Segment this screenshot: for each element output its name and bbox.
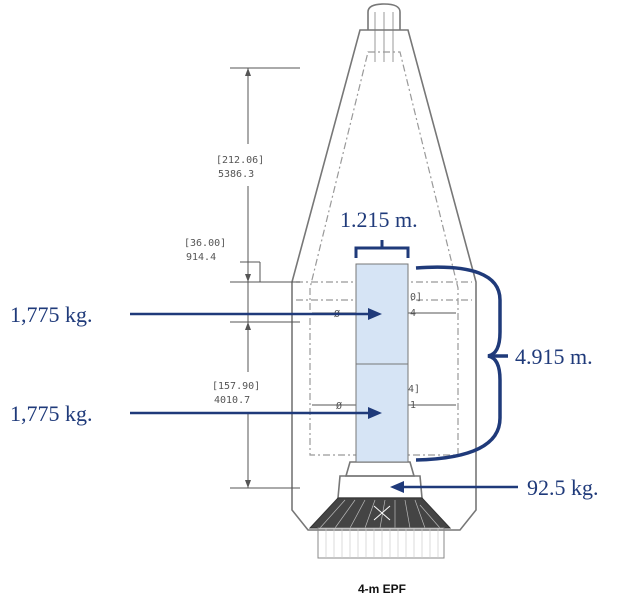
dim-mid-inches: [36.00] (184, 238, 226, 249)
bottom-skirt (317, 527, 445, 559)
base-center-mark (373, 505, 391, 521)
upper-right-num: 4 (410, 308, 416, 319)
payload-envelope (309, 51, 459, 456)
base-cone-hatching (319, 499, 441, 529)
skirt-lines (325, 528, 439, 558)
payload-stack (355, 263, 409, 463)
diagram-caption: 4-m EPF (358, 582, 406, 596)
dim-top-mm: 5386.3 (218, 169, 254, 180)
lower-right-bracket: 4] (408, 384, 420, 395)
upper-right-bracket: 0] (410, 292, 422, 303)
upper-mass-label: 1,775 kg. (10, 302, 93, 327)
lower-mass-arrowhead (368, 407, 382, 419)
adapter-mass-arrowhead (390, 481, 404, 493)
dim-bottom-inches: [157.90] (212, 381, 260, 392)
height-label: 4.915 m. (515, 344, 593, 369)
lower-right-num: 1 (410, 400, 416, 411)
fairing-outer-shell (291, 29, 477, 531)
lower-mass-label: 1,775 kg. (10, 401, 93, 426)
dim-mid-mm: 914.4 (186, 252, 216, 263)
diameter-symbol-lower: Ø (336, 400, 342, 412)
upper-mass-arrowhead (368, 308, 382, 320)
height-dimension-chain: [212.06] 5386.3 [36.00] 914.4 [157.90] 4… (184, 67, 300, 489)
width-bracket (354, 246, 410, 258)
base-cone (308, 497, 452, 529)
blue-annotations: 1.215 m. 4.915 m. 1,775 kg. 1,775 kg. 92… (10, 207, 599, 500)
fairing-outline (291, 3, 477, 559)
dim-top-inches: [212.06] (216, 155, 264, 166)
adapter-ring (344, 461, 416, 477)
width-label: 1.215 m. (340, 207, 418, 232)
adapter-mass-label: 92.5 kg. (527, 475, 599, 500)
nose-tip (367, 3, 401, 30)
dim-bottom-mm: 4010.7 (214, 395, 250, 406)
